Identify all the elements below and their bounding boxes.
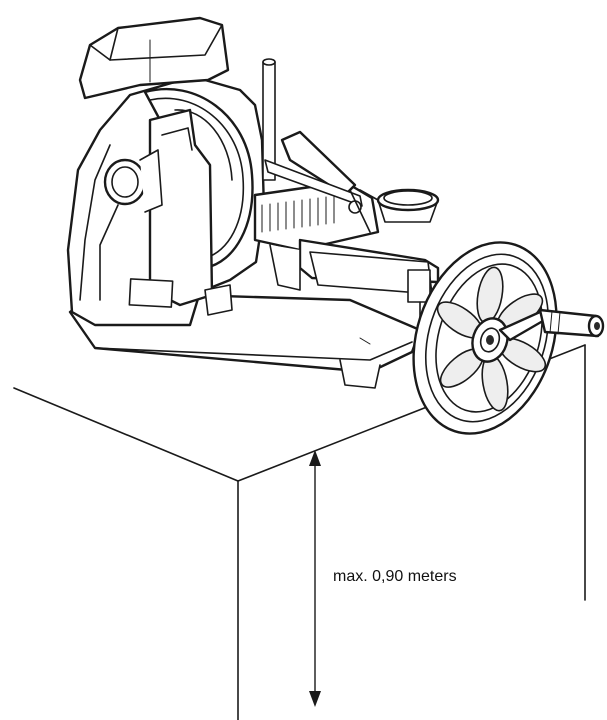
flywheel-icon xyxy=(412,241,605,435)
height-limit-label: max. 0,90 meters xyxy=(333,568,457,585)
double-arrow-icon xyxy=(309,450,321,707)
slicer-machine-drawing xyxy=(66,16,440,389)
